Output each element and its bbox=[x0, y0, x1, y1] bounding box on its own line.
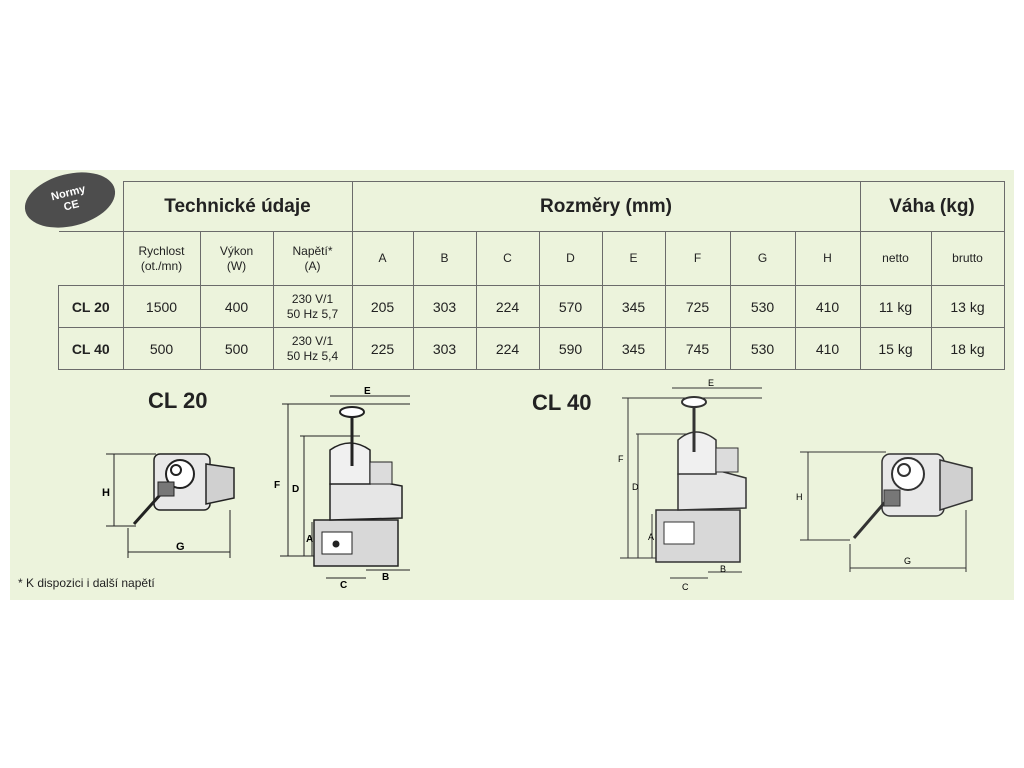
cl40-title: CL 40 bbox=[532, 390, 592, 415]
cl20-title: CL 20 bbox=[148, 388, 208, 413]
dim-label-d: D bbox=[632, 482, 639, 492]
cell-b: 303 bbox=[412, 285, 477, 328]
cell-h: 410 bbox=[794, 285, 861, 328]
cell-speed: 500 bbox=[122, 327, 201, 370]
cell-e: 345 bbox=[601, 327, 666, 370]
col-a: A bbox=[351, 231, 414, 286]
cell-gross: 18 kg bbox=[930, 327, 1005, 370]
header-weight: Váha (kg) bbox=[859, 181, 1005, 232]
footnote: * K dispozici i další napětí bbox=[18, 576, 155, 590]
cell-net: 11 kg bbox=[859, 285, 932, 328]
cl20-side-view: F D A E C B bbox=[274, 386, 410, 590]
header-tech: Technické údaje bbox=[122, 181, 353, 232]
dim-label-d: D bbox=[292, 484, 299, 495]
col-power: Výkon(W) bbox=[199, 231, 274, 286]
col-h: H bbox=[794, 231, 861, 286]
cell-d: 570 bbox=[538, 285, 603, 328]
dim-label-c: C bbox=[340, 580, 347, 590]
cell-g: 530 bbox=[729, 285, 796, 328]
corner-cell-2 bbox=[58, 231, 124, 286]
cell-power: 400 bbox=[199, 285, 274, 328]
dim-label-h: H bbox=[796, 492, 803, 502]
dim-label-f: F bbox=[618, 454, 624, 464]
col-f: F bbox=[664, 231, 731, 286]
spec-table: Technické údaje Rozměry (mm) Váha (kg) R… bbox=[58, 181, 1005, 370]
dim-label-g: G bbox=[176, 541, 185, 553]
dim-label-a: A bbox=[306, 534, 313, 545]
cell-d: 590 bbox=[538, 327, 603, 370]
dim-label-b: B bbox=[382, 572, 389, 583]
cell-c: 224 bbox=[475, 327, 540, 370]
cell-g: 530 bbox=[729, 327, 796, 370]
row-model: CL 20 bbox=[58, 285, 124, 328]
dim-label-a: A bbox=[648, 532, 654, 542]
cell-power: 500 bbox=[199, 327, 274, 370]
cell-c: 224 bbox=[475, 285, 540, 328]
col-net: netto bbox=[859, 231, 932, 286]
col-speed: Rychlost(ot./mn) bbox=[122, 231, 201, 286]
cl20-top-view: H G bbox=[102, 453, 235, 558]
col-gross: brutto bbox=[930, 231, 1005, 286]
dim-label-g: G bbox=[904, 556, 911, 566]
col-d: D bbox=[538, 231, 603, 286]
cell-f: 725 bbox=[664, 285, 731, 328]
dim-label-c: C bbox=[682, 582, 689, 592]
dim-label-b: B bbox=[720, 564, 726, 574]
cell-b: 303 bbox=[412, 327, 477, 370]
cell-a: 205 bbox=[351, 285, 414, 328]
row-model: CL 40 bbox=[58, 327, 124, 370]
cell-h: 410 bbox=[794, 327, 861, 370]
col-g: G bbox=[729, 231, 796, 286]
cell-gross: 13 kg bbox=[930, 285, 1005, 328]
col-voltage: Napětí*(A) bbox=[272, 231, 353, 286]
dim-label-e: E bbox=[364, 386, 371, 397]
cl40-top-view: H G bbox=[796, 451, 973, 572]
cell-e: 345 bbox=[601, 285, 666, 328]
dim-label-f: F bbox=[274, 480, 280, 491]
dim-label-e: E bbox=[708, 378, 714, 388]
cell-f: 745 bbox=[664, 327, 731, 370]
col-c: C bbox=[475, 231, 540, 286]
cell-net: 15 kg bbox=[859, 327, 932, 370]
cl40-side-view: F D A E C B bbox=[618, 378, 762, 592]
cell-a: 225 bbox=[351, 327, 414, 370]
cell-speed: 1500 bbox=[122, 285, 201, 328]
corner-cell bbox=[58, 181, 124, 232]
header-dimensions: Rozměry (mm) bbox=[351, 181, 861, 232]
col-b: B bbox=[412, 231, 477, 286]
dim-label-h: H bbox=[102, 487, 110, 499]
col-e: E bbox=[601, 231, 666, 286]
